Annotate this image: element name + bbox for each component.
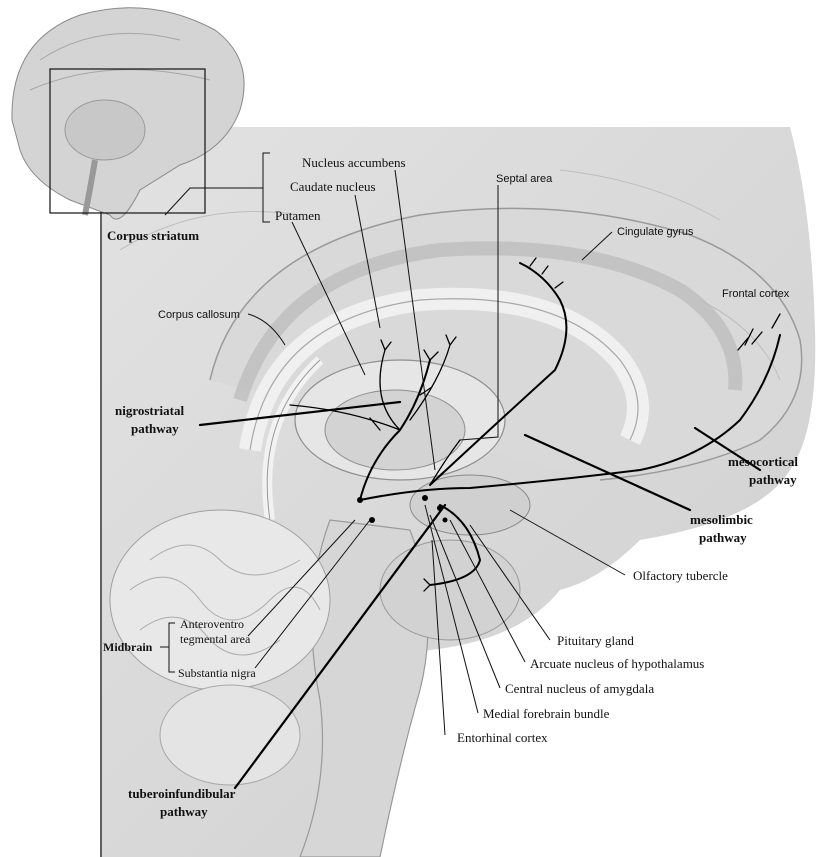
label-frontal-cortex: Frontal cortex [722, 288, 790, 300]
label-substantia-nigra: Substantia nigra [178, 666, 256, 680]
label-mesocortical-line1: mesocortical [728, 454, 798, 469]
label-mesocortical-line2: pathway [749, 472, 797, 487]
label-central-nucleus-amygdala: Central nucleus of amygdala [505, 681, 654, 696]
label-tuberoinfundibular-line2: pathway [160, 804, 208, 819]
label-arcuate-nucleus: Arcuate nucleus of hypothalamus [530, 656, 704, 671]
label-corpus-callosum: Corpus callosum [158, 309, 240, 321]
label-nigrostriatal-line1: nigrostriatal [115, 403, 184, 418]
label-nigrostriatal-line2: pathway [131, 421, 179, 436]
label-caudate-nucleus: Caudate nucleus [290, 179, 376, 194]
label-putamen: Putamen [275, 208, 321, 223]
label-cingulate-gyrus: Cingulate gyrus [617, 226, 694, 238]
label-septal-area: Septal area [496, 173, 553, 185]
label-mesolimbic-line1: mesolimbic [690, 512, 753, 527]
label-mesolimbic-line2: pathway [699, 530, 747, 545]
brain-illustration [100, 127, 815, 857]
label-midbrain: Midbrain [103, 640, 153, 654]
label-anteroventro-line2: tegmental area [180, 632, 251, 646]
label-olfactory-tubercle: Olfactory tubercle [633, 568, 728, 583]
label-medial-forebrain-bundle: Medial forebrain bundle [483, 706, 610, 721]
label-corpus-striatum: Corpus striatum [107, 228, 199, 243]
label-nucleus-accumbens: Nucleus accumbens [302, 155, 406, 170]
label-tuberoinfundibular-line1: tuberoinfundibular [128, 786, 236, 801]
label-anteroventro-line1: Anteroventro [180, 617, 244, 631]
label-entorhinal-cortex: Entorhinal cortex [457, 730, 548, 745]
label-pituitary-gland: Pituitary gland [557, 633, 634, 648]
